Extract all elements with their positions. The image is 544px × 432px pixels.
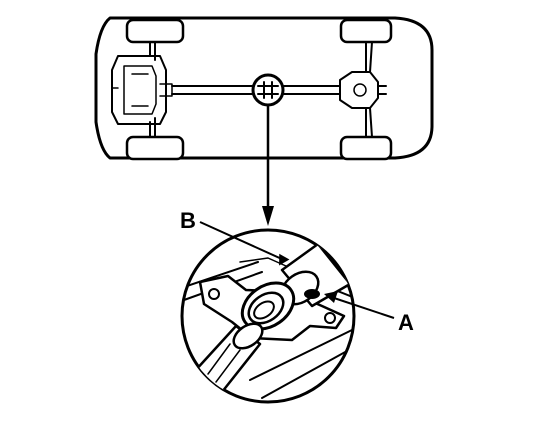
center-bearing-location-circle xyxy=(251,73,285,107)
callout-a-leader xyxy=(333,297,395,319)
wheel-rear-left xyxy=(339,18,393,44)
vehicle-body-outline xyxy=(94,16,434,160)
callout-b: B xyxy=(180,208,290,266)
transmission-assembly xyxy=(111,55,167,125)
vehicle-underside-view xyxy=(94,16,434,161)
shaft-grease-mark xyxy=(304,289,320,299)
rear-axle-shaft xyxy=(365,41,387,138)
bracket-bolt-right xyxy=(324,312,336,324)
detail-pointer-arrow xyxy=(262,105,274,226)
rear-differential xyxy=(339,71,379,109)
wheel-rear-right xyxy=(339,135,393,161)
chassis-rail xyxy=(249,329,354,399)
bracket-bolt-left xyxy=(208,288,220,300)
center-bearing-detail-view xyxy=(180,228,356,404)
wheel-front-left xyxy=(125,18,185,44)
callout-label-a: A xyxy=(398,310,414,335)
callout-b-leader xyxy=(199,221,285,261)
front-axle-shaft xyxy=(149,41,156,138)
wheel-front-right xyxy=(125,135,185,161)
callout-label-b: B xyxy=(180,208,196,233)
propeller-shaft xyxy=(171,85,341,95)
arrowhead-down-icon xyxy=(262,206,274,226)
callout-a: A xyxy=(324,291,414,335)
